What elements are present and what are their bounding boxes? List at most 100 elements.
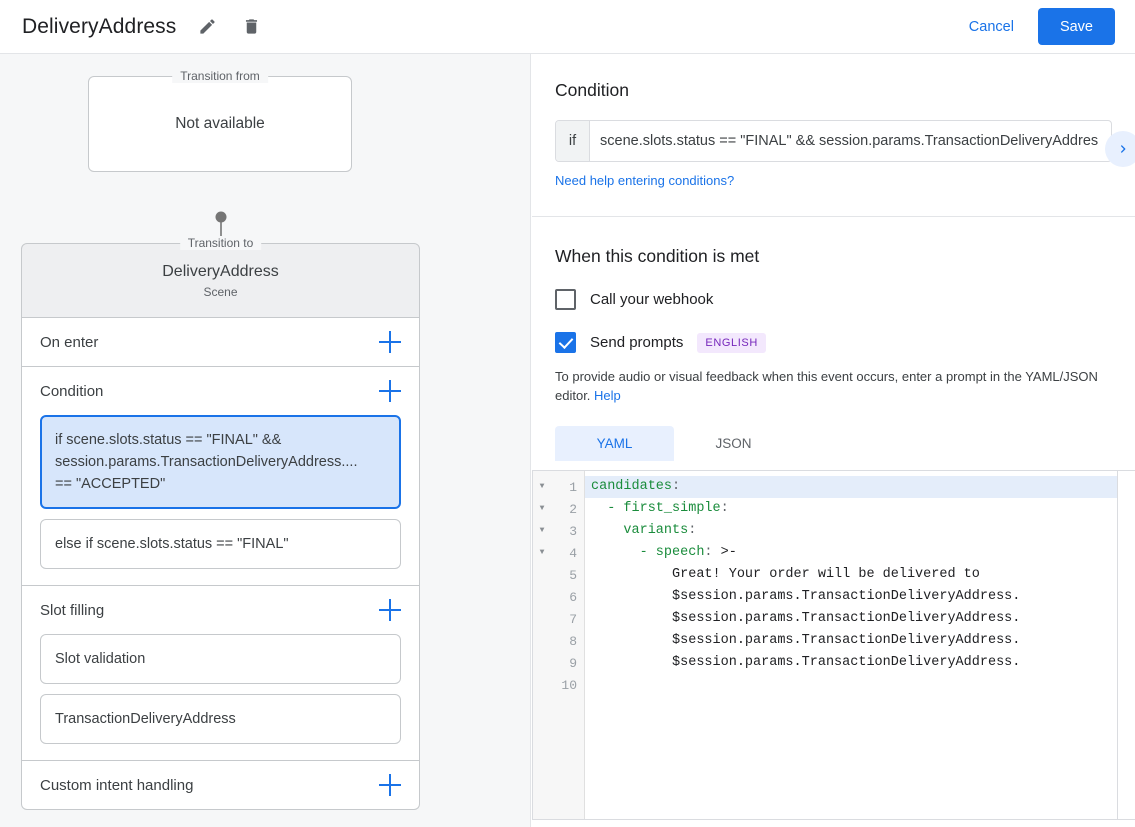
yaml-value: >- bbox=[712, 545, 737, 560]
need-help-entering-conditions-link[interactable]: Need help entering conditions? bbox=[555, 173, 735, 188]
condition-expression-input[interactable] bbox=[590, 121, 1111, 161]
cancel-button[interactable]: Cancel bbox=[957, 11, 1026, 43]
add-slot-icon[interactable] bbox=[379, 599, 401, 621]
fold-triangle-icon[interactable]: ▼ bbox=[539, 482, 545, 491]
section-condition: Condition if scene.slots.status == "FINA… bbox=[21, 367, 420, 586]
if-prefix-label: if bbox=[556, 121, 590, 161]
top-app-bar: DeliveryAddress Cancel Save bbox=[0, 0, 1135, 54]
transition-from-value: Not available bbox=[175, 115, 265, 132]
section-custom-intent-handling: Custom intent handling bbox=[21, 761, 420, 810]
condition-item[interactable]: else if scene.slots.status == "FINAL" bbox=[40, 519, 401, 569]
scene-card-header[interactable]: Transition to DeliveryAddress Scene bbox=[21, 236, 420, 318]
tab-yaml[interactable]: YAML bbox=[555, 426, 674, 461]
add-custom-intent-icon[interactable] bbox=[379, 774, 401, 796]
transition-to-legend: Transition to bbox=[179, 236, 262, 250]
transition-to-card: Transition to DeliveryAddress Scene On e… bbox=[21, 236, 420, 810]
editor-code-line[interactable]: variants: bbox=[585, 520, 1117, 542]
editor-code-line[interactable]: - speech: >- bbox=[585, 542, 1117, 564]
editor-code-line[interactable]: $session.params.TransactionDeliveryAddre… bbox=[585, 652, 1117, 674]
condition-line: session.params.TransactionDeliveryAddres… bbox=[55, 454, 358, 470]
condition-line: else if scene.slots.status == "FINAL" bbox=[55, 536, 289, 552]
condition-header-row: Condition bbox=[555, 54, 1112, 101]
editor-line-number: 5 bbox=[569, 567, 577, 583]
editor-gutter-row[interactable]: ▼1 bbox=[533, 476, 584, 498]
editor-code-line[interactable] bbox=[585, 674, 1117, 696]
editor-format-tabs: YAML JSON bbox=[555, 426, 1112, 461]
condition-expression-field[interactable]: if bbox=[555, 120, 1112, 162]
editor-line-number: 8 bbox=[569, 633, 577, 649]
yaml-value: $session.params.TransactionDeliveryAddre… bbox=[672, 655, 1021, 670]
editor-gutter-row[interactable]: 10 bbox=[533, 674, 584, 696]
yaml-key: variants bbox=[623, 523, 689, 538]
editor-code-line[interactable]: $session.params.TransactionDeliveryAddre… bbox=[585, 586, 1117, 608]
panel-divider bbox=[532, 216, 1135, 217]
slot-item-label: TransactionDeliveryAddress bbox=[55, 711, 236, 727]
yaml-value: Great! Your order will be delivered to bbox=[672, 567, 980, 582]
yaml-key: candidates bbox=[591, 479, 673, 494]
language-badge: ENGLISH bbox=[697, 332, 766, 353]
condition-item-selected[interactable]: if scene.slots.status == "FINAL" && sess… bbox=[40, 415, 401, 509]
section-slot-filling: Slot filling Slot validation Transaction… bbox=[21, 586, 420, 761]
tab-json[interactable]: JSON bbox=[715, 436, 752, 451]
editor-line-number: 4 bbox=[569, 545, 577, 561]
help-link[interactable]: Help bbox=[594, 388, 621, 403]
prompts-description-text: To provide audio or visual feedback when… bbox=[555, 369, 1098, 403]
section-on-enter-title: On enter bbox=[40, 333, 99, 351]
editor-code-line[interactable]: candidates: bbox=[585, 476, 1117, 498]
slot-item-transaction-delivery-address[interactable]: TransactionDeliveryAddress bbox=[40, 694, 401, 744]
yaml-value: $session.params.TransactionDeliveryAddre… bbox=[672, 633, 1021, 648]
scene-type-label: Scene bbox=[203, 284, 238, 299]
section-custom-intent-header: Custom intent handling bbox=[40, 761, 401, 809]
editor-code-line[interactable]: Great! Your order will be delivered to bbox=[585, 564, 1117, 586]
yaml-colon: : bbox=[720, 501, 729, 516]
condition-line: == "ACCEPTED" bbox=[55, 476, 166, 492]
send-prompts-row: Send prompts ENGLISH bbox=[555, 332, 1112, 353]
add-condition-icon[interactable] bbox=[379, 380, 401, 402]
section-condition-header: Condition bbox=[40, 367, 401, 415]
slot-item-validation[interactable]: Slot validation bbox=[40, 634, 401, 684]
editor-code-line[interactable]: $session.params.TransactionDeliveryAddre… bbox=[585, 608, 1117, 630]
editor-gutter-row[interactable]: ▼4 bbox=[533, 542, 584, 564]
when-condition-met-heading: When this condition is met bbox=[555, 246, 760, 266]
editor-gutter-row[interactable]: 5 bbox=[533, 564, 584, 586]
editor-gutter-row[interactable]: ▼2 bbox=[533, 498, 584, 520]
condition-details-panel: Condition if Need help entering conditio… bbox=[532, 54, 1135, 827]
section-on-enter-header: On enter bbox=[40, 318, 401, 366]
delete-trash-icon[interactable] bbox=[238, 14, 264, 40]
editor-line-number: 1 bbox=[569, 479, 577, 495]
call-webhook-checkbox[interactable] bbox=[555, 289, 576, 310]
transition-graph-panel: Transition from Not available Transition… bbox=[0, 54, 531, 827]
edit-pencil-icon[interactable] bbox=[194, 14, 220, 40]
editor-gutter-row[interactable]: 6 bbox=[533, 586, 584, 608]
editor-code-area[interactable]: candidates: - first_simple: variants: - … bbox=[585, 471, 1117, 819]
condition-help-row: Need help entering conditions? bbox=[555, 172, 1112, 190]
fold-triangle-icon[interactable]: ▼ bbox=[539, 548, 545, 557]
yaml-key: - first_simple bbox=[607, 501, 721, 516]
editor-code-line[interactable]: $session.params.TransactionDeliveryAddre… bbox=[585, 630, 1117, 652]
editor-gutter-row[interactable]: 8 bbox=[533, 630, 584, 652]
section-condition-title: Condition bbox=[40, 382, 104, 400]
save-button[interactable]: Save bbox=[1037, 8, 1115, 45]
editor-line-number: 9 bbox=[569, 655, 577, 671]
page-title: DeliveryAddress bbox=[22, 14, 177, 38]
editor-code-line[interactable]: - first_simple: bbox=[585, 498, 1117, 520]
transition-from-card[interactable]: Transition from Not available bbox=[88, 69, 352, 172]
fold-triangle-icon[interactable]: ▼ bbox=[539, 526, 545, 535]
add-on-enter-icon[interactable] bbox=[379, 331, 401, 353]
slot-item-label: Slot validation bbox=[55, 651, 146, 667]
editor-gutter-row[interactable]: ▼3 bbox=[533, 520, 584, 542]
editor-line-number: 2 bbox=[569, 501, 577, 517]
scene-name: DeliveryAddress bbox=[162, 262, 279, 280]
transition-from-legend: Transition from bbox=[172, 69, 268, 83]
chevron-right-icon[interactable] bbox=[1105, 131, 1135, 167]
yaml-value: $session.params.TransactionDeliveryAddre… bbox=[672, 611, 1021, 626]
fold-triangle-icon[interactable]: ▼ bbox=[539, 504, 545, 513]
content-area: Transition from Not available Transition… bbox=[0, 54, 1135, 827]
editor-gutter-row[interactable]: 7 bbox=[533, 608, 584, 630]
yaml-colon: : bbox=[688, 523, 697, 538]
send-prompts-checkbox[interactable] bbox=[555, 332, 576, 353]
editor-gutter-row[interactable]: 9 bbox=[533, 652, 584, 674]
